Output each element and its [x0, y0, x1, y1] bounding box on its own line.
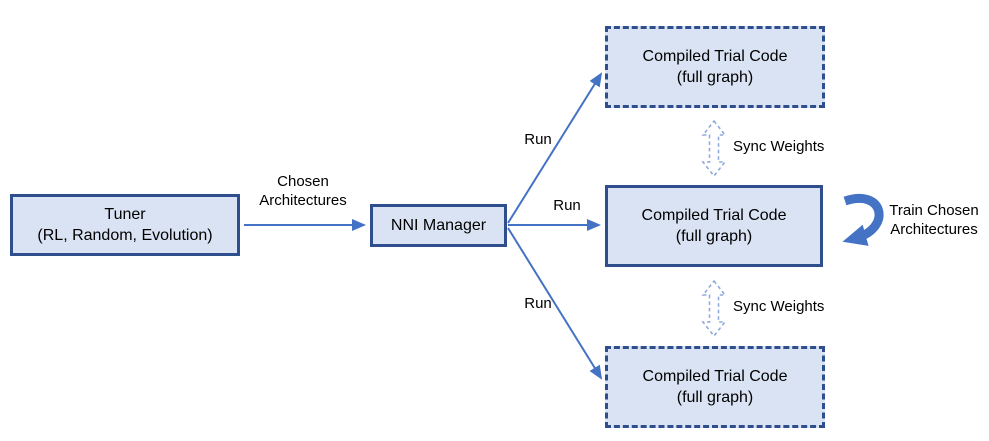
- trial-middle-label-line2: (full graph): [675, 228, 753, 245]
- trial-code-node-bottom: Compiled Trial Code (full graph): [605, 346, 825, 428]
- tuner-label-line2: (RL, Random, Evolution): [37, 227, 213, 244]
- tuner-node: Tuner (RL, Random, Evolution): [10, 194, 240, 256]
- run-arrow-bottom: [507, 227, 603, 380]
- train-loop-arrow-icon: [842, 194, 884, 246]
- nni-manager-label: NNI Manager: [390, 217, 487, 234]
- train-label-line2: Architectures: [890, 221, 978, 238]
- run-label-bottom: Run: [524, 295, 552, 312]
- nni-manager-node: NNI Manager: [370, 204, 507, 247]
- sync-weights-label-top: Sync Weights: [733, 138, 825, 155]
- trial-bottom-label-line1: Compiled Trial Code: [642, 368, 788, 385]
- run-label-top: Run: [524, 131, 552, 148]
- tuner-label-line1: Tuner: [104, 206, 146, 223]
- sync-weights-arrow-top: [701, 119, 727, 178]
- train-label-line1: Train Chosen: [889, 202, 979, 219]
- sync-weights-arrow-bottom: [701, 279, 727, 338]
- trial-top-label-line1: Compiled Trial Code: [642, 48, 788, 65]
- run-arrow-top: [507, 72, 603, 224]
- chosen-label-line1: Chosen: [277, 173, 329, 190]
- run-label-middle: Run: [553, 197, 581, 214]
- chosen-label-line2: Architectures: [259, 192, 347, 209]
- train-chosen-architectures-label: Train Chosen Architectures: [878, 201, 989, 239]
- trial-top-label-line2: (full graph): [676, 69, 754, 86]
- chosen-architectures-label: Chosen Architectures: [238, 172, 368, 210]
- trial-code-node-top: Compiled Trial Code (full graph): [605, 26, 825, 108]
- sync-weights-label-bottom: Sync Weights: [733, 298, 825, 315]
- trial-bottom-label-line2: (full graph): [676, 389, 754, 406]
- trial-middle-label-line1: Compiled Trial Code: [641, 207, 787, 224]
- trial-code-node-middle: Compiled Trial Code (full graph): [605, 185, 823, 267]
